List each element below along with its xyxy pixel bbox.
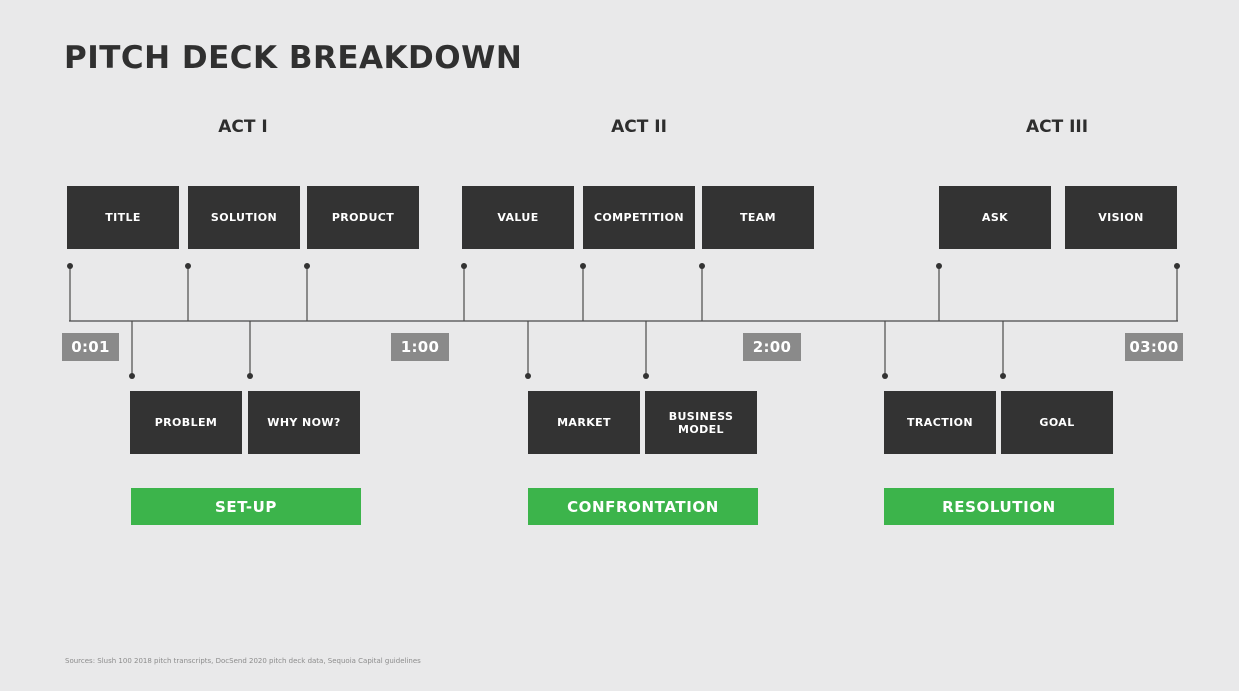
dot-title — [67, 263, 73, 269]
dot-vision — [1174, 263, 1180, 269]
timestamp-start: 0:01 — [62, 333, 119, 361]
slide-problem: PROBLEM — [130, 391, 242, 454]
dot-solution — [185, 263, 191, 269]
timestamp-3min: 03:00 — [1125, 333, 1183, 361]
dot-value — [461, 263, 467, 269]
slide-traction: TRACTION — [884, 391, 996, 454]
dot-product — [304, 263, 310, 269]
slide-solution: SOLUTION — [188, 186, 300, 249]
act-3-heading: ACT III — [1025, 117, 1089, 137]
dot-market — [525, 373, 531, 379]
slide-vision: VISION — [1065, 186, 1177, 249]
timestamp-2min: 2:00 — [743, 333, 801, 361]
phase-resolution: RESOLUTION — [884, 488, 1114, 525]
phase-confrontation: CONFRONTATION — [528, 488, 758, 525]
slide-competition: COMPETITION — [583, 186, 695, 249]
slide-why-now: WHY NOW? — [248, 391, 360, 454]
sources-footnote: Sources: Slush 100 2018 pitch transcript… — [65, 657, 421, 665]
slide-title: TITLE — [67, 186, 179, 249]
slide-goal: GOAL — [1001, 391, 1113, 454]
slide-business-model: BUSINESS MODEL — [645, 391, 757, 454]
slide-ask: ASK — [939, 186, 1051, 249]
dot-why-now — [247, 373, 253, 379]
timestamp-1min: 1:00 — [391, 333, 449, 361]
phase-setup: SET-UP — [131, 488, 361, 525]
act-2-heading: ACT II — [611, 117, 667, 137]
act-1-heading: ACT I — [218, 117, 268, 137]
dot-goal — [1000, 373, 1006, 379]
dot-competition — [580, 263, 586, 269]
slide-value: VALUE — [462, 186, 574, 249]
dot-team — [699, 263, 705, 269]
dot-business-model — [643, 373, 649, 379]
dot-ask — [936, 263, 942, 269]
dot-problem — [129, 373, 135, 379]
slide-team: TEAM — [702, 186, 814, 249]
page-title: PITCH DECK BREAKDOWN — [64, 40, 523, 76]
dot-traction — [882, 373, 888, 379]
slide-market: MARKET — [528, 391, 640, 454]
slide-product: PRODUCT — [307, 186, 419, 249]
